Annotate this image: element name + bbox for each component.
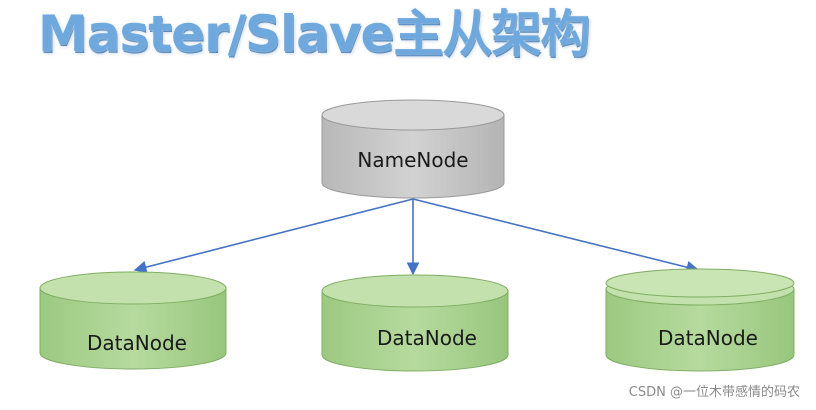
csdn-watermark: CSDN @一位木带感情的码农 bbox=[628, 385, 800, 400]
datanode-2-label: DataNode bbox=[377, 326, 477, 350]
diagram-title: Master/Slave主从架构 bbox=[38, 5, 590, 63]
datanode-cylinder-2: DataNode bbox=[321, 274, 509, 372]
namenode-cylinder: NameNode bbox=[321, 99, 505, 199]
namenode-label: NameNode bbox=[357, 148, 468, 172]
datanode-cylinder-1: DataNode bbox=[39, 271, 227, 370]
connector-to-datanode-3 bbox=[412, 198, 700, 274]
datanode-1-label: DataNode bbox=[87, 331, 187, 355]
datanode-3-label: DataNode bbox=[658, 326, 758, 350]
connector-to-datanode-1 bbox=[133, 198, 414, 274]
datanode-cylinder-3: DataNode bbox=[605, 268, 795, 372]
